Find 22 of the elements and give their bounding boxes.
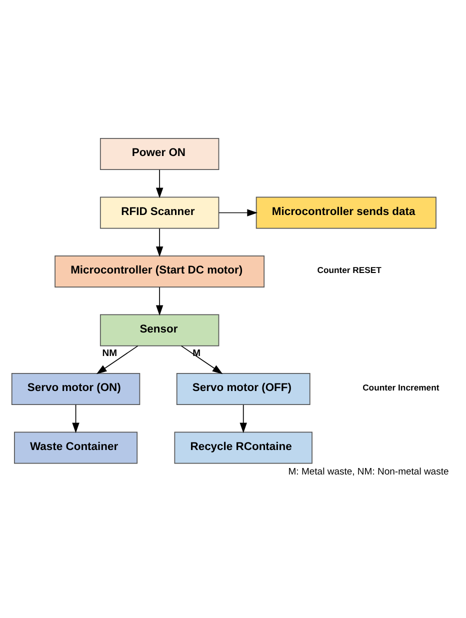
arrow (96, 345, 138, 374)
label: Counter Increment (362, 382, 440, 392)
arrow (240, 404, 247, 433)
label: Counter RESET (317, 264, 382, 274)
node-box: Microcontroller sends data (256, 196, 436, 228)
node-box: Sensor (100, 314, 220, 346)
node-box: Servo motor (ON) (11, 372, 140, 404)
arrow (180, 345, 223, 374)
caption: M: Metal waste, NM: Non-metal waste (288, 466, 449, 477)
arrow (218, 208, 258, 216)
node-box: Waste Container (14, 431, 138, 464)
node-box: Recycle RContaine (174, 431, 312, 464)
node-box: Servo motor (OFF) (176, 372, 310, 404)
arrow (156, 286, 164, 316)
arrow (72, 404, 80, 433)
node-box: Microcontroller (Start DC motor) (54, 255, 265, 287)
node-box: RFID Scanner (100, 196, 220, 228)
arrow (156, 168, 164, 198)
edge-label: NM (102, 347, 118, 358)
arrow (156, 228, 164, 256)
node-box: Power ON (100, 138, 220, 170)
edge-label: M (192, 347, 201, 358)
